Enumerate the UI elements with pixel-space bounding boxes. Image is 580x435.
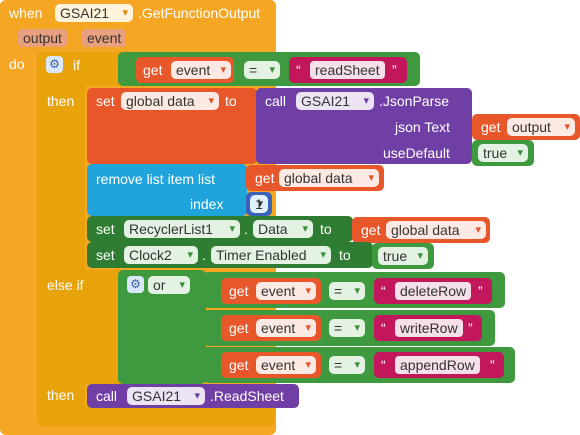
operator-dropdown-3[interactable]: =: [329, 319, 365, 337]
get-label: get: [229, 320, 249, 336]
var-dropdown-event-2[interactable]: event: [256, 282, 316, 300]
event-name-label: .GetFunctionOutput: [138, 5, 261, 21]
text-readsheet[interactable]: readSheet: [310, 61, 385, 79]
if-label: if: [73, 57, 80, 73]
call-label: call: [265, 93, 287, 109]
arg-json-text-label: json Text: [395, 119, 450, 135]
var-dropdown-event[interactable]: event: [171, 61, 231, 79]
dot-label: .: [202, 247, 206, 263]
component-dropdown-gsai21[interactable]: GSAI21: [55, 4, 133, 22]
if-block-elseif-row: [37, 270, 125, 384]
get-label: get: [361, 222, 381, 238]
var-dropdown-global-data-3[interactable]: global data: [386, 221, 486, 239]
then-label: then: [47, 93, 75, 109]
text-deleterow[interactable]: deleteRow: [395, 282, 472, 300]
to-label: to: [320, 221, 332, 237]
index-label: index: [190, 196, 224, 212]
set-label: set: [96, 93, 115, 109]
component-dropdown-recyclerlist1[interactable]: RecyclerList1: [124, 220, 240, 238]
quote-open-icon: “: [296, 62, 301, 78]
operator-dropdown-2[interactable]: =: [329, 282, 365, 300]
do-label: do: [9, 56, 25, 72]
boolean-dropdown-true-1[interactable]: true: [478, 144, 528, 162]
else-if-label: else if: [47, 277, 84, 293]
remove-list-item-label: remove list item list: [96, 171, 216, 187]
var-dropdown-event-3[interactable]: event: [256, 319, 316, 337]
var-dropdown-global-data-2[interactable]: global data: [279, 169, 379, 187]
quote-open-icon: “: [381, 320, 386, 336]
var-dropdown-global-data[interactable]: global data: [121, 92, 219, 110]
dot-label: .: [244, 221, 248, 237]
gear-icon[interactable]: ⚙: [46, 56, 63, 73]
get-label: get: [143, 62, 163, 78]
get-label: get: [229, 357, 249, 373]
quote-close-icon: ”: [468, 320, 473, 336]
remove-list-item-block[interactable]: [87, 164, 247, 216]
if-block-bottom: [37, 404, 275, 426]
component-dropdown-gsai21-jsonparse[interactable]: GSAI21: [296, 92, 374, 110]
quote-open-icon: “: [381, 283, 386, 299]
operator-dropdown-or[interactable]: or: [148, 276, 190, 294]
gear-icon[interactable]: ⚙: [127, 276, 144, 293]
var-dropdown-output[interactable]: output: [507, 118, 575, 136]
set-label: set: [96, 221, 115, 237]
operator-dropdown-4[interactable]: =: [329, 356, 365, 374]
param-event[interactable]: event: [82, 29, 127, 47]
component-dropdown-gsai21-readsheet[interactable]: GSAI21: [127, 387, 205, 405]
property-dropdown-timer-enabled[interactable]: Timer Enabled: [211, 246, 331, 264]
text-appendrow[interactable]: appendRow: [395, 356, 480, 374]
arg-use-default-label: useDefault: [383, 145, 450, 161]
get-label: get: [229, 283, 249, 299]
quote-close-icon: ”: [490, 357, 495, 373]
operator-dropdown[interactable]: =: [244, 61, 280, 79]
method-jsonparse-label: .JsonParse: [379, 93, 450, 109]
set-label: set: [96, 247, 115, 263]
property-dropdown-data[interactable]: Data: [253, 220, 313, 238]
param-output[interactable]: output: [18, 29, 67, 47]
get-label: get: [255, 170, 275, 186]
quote-close-icon: ”: [478, 283, 483, 299]
get-label: get: [481, 119, 501, 135]
quote-close-icon: ”: [392, 62, 397, 78]
boolean-dropdown-true-2[interactable]: true: [378, 247, 428, 265]
when-label: when: [9, 5, 43, 21]
call-label: call: [96, 388, 118, 404]
method-readsheet-label: .ReadSheet: [210, 388, 284, 404]
to-label: to: [339, 247, 351, 263]
quote-open-icon: “: [381, 357, 386, 373]
text-writerow[interactable]: writeRow: [395, 319, 463, 337]
var-dropdown-event-4[interactable]: event: [256, 356, 316, 374]
to-label: to: [225, 93, 237, 109]
number-field-index[interactable]: 1: [250, 195, 268, 213]
then-label-2: then: [47, 387, 75, 403]
component-dropdown-clock2[interactable]: Clock2: [124, 246, 198, 264]
